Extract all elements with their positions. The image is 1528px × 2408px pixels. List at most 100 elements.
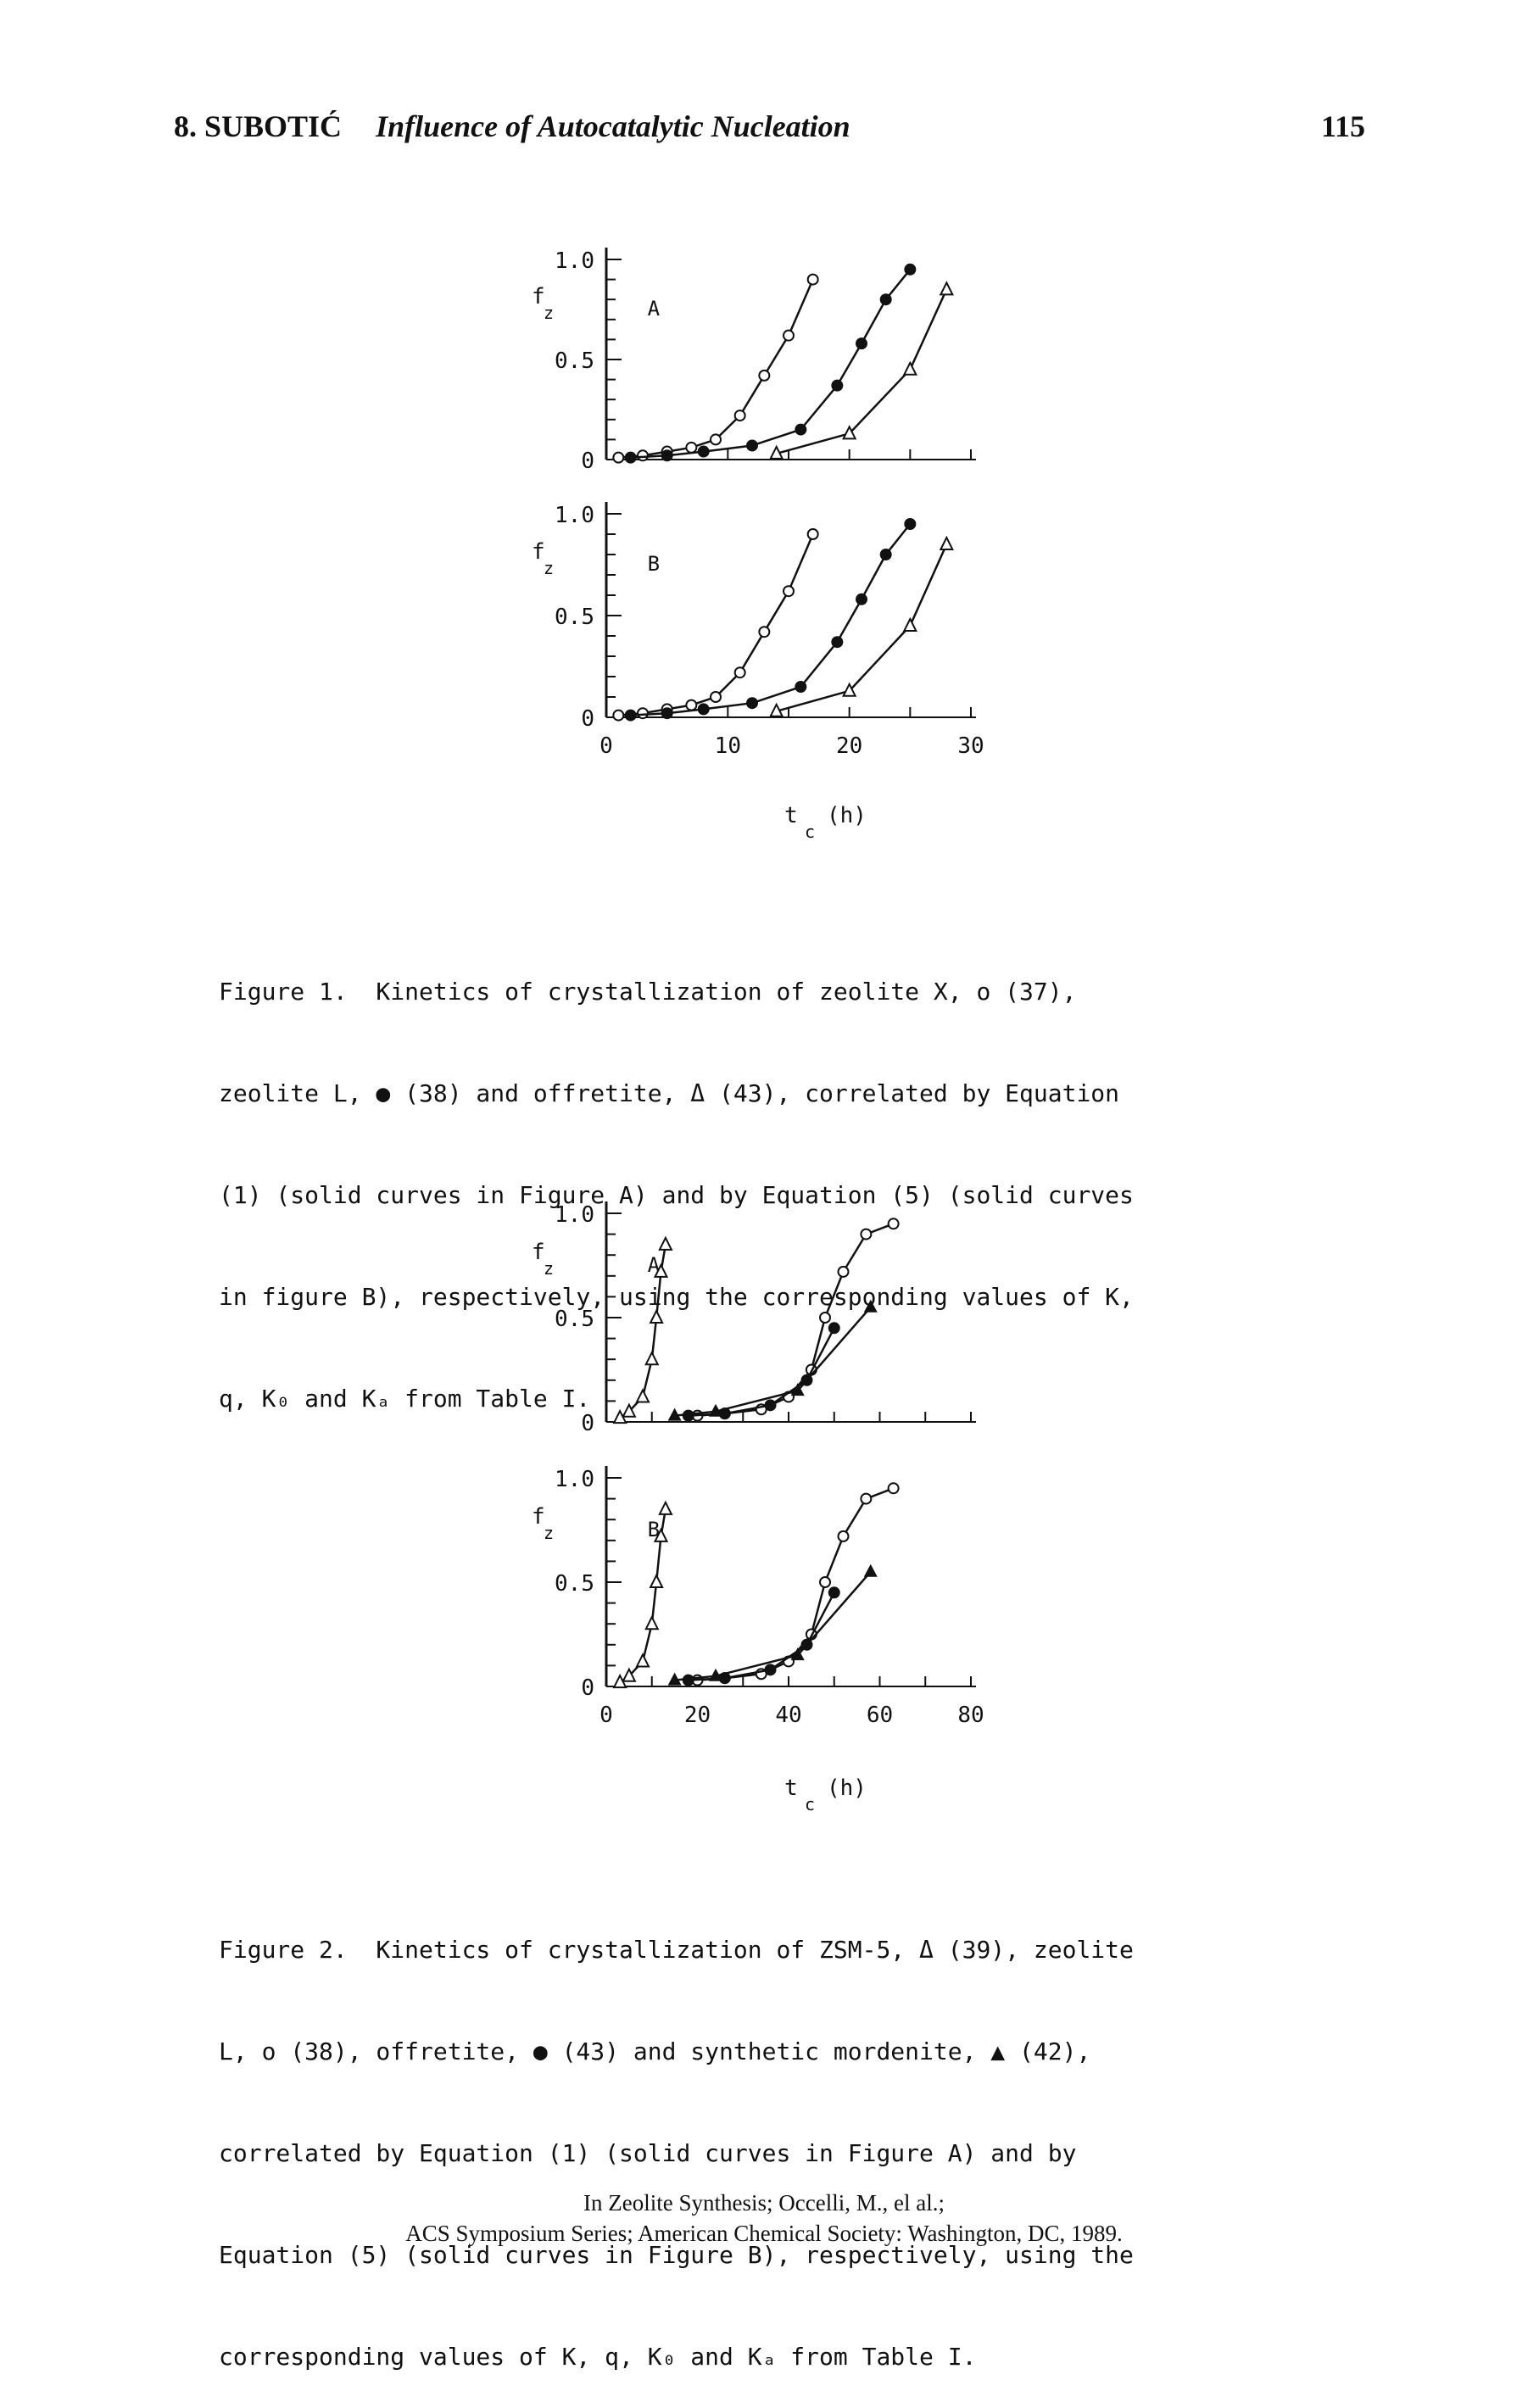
filled-circle-point — [831, 379, 844, 392]
open-triangle-point — [653, 1527, 669, 1542]
x-tick-label: 20 — [684, 1703, 711, 1728]
y-axis-label-sub: z — [544, 1258, 554, 1279]
y-tick-label: 0 — [581, 706, 594, 732]
filled-triangle-point — [667, 1407, 682, 1421]
chapter-label: 8. SUBOTIĆ — [174, 109, 343, 143]
open-triangle-point — [622, 1402, 637, 1418]
open-circle-point — [612, 451, 625, 464]
y-axis-label-sub: z — [544, 558, 554, 578]
filled-circle-point — [746, 697, 758, 710]
y-axis-label: f — [532, 1240, 545, 1265]
caption-line: zeolite L, ● (38) and offretite, Δ (43),… — [219, 1079, 1120, 1107]
open-triangle-point — [769, 444, 784, 460]
filled-circle-point — [904, 263, 917, 276]
panel-label: B — [648, 1518, 660, 1541]
y-axis-label-sub: z — [544, 303, 554, 323]
filled-circle-point — [856, 337, 867, 350]
caption-line: (1) (solid curves in Figure A) and by Eq… — [219, 1181, 1134, 1209]
page-number: 115 — [1320, 109, 1365, 143]
filled-circle-point — [764, 1664, 777, 1676]
open-circle-point — [637, 449, 649, 462]
filled-triangle-point — [709, 1403, 722, 1417]
open-circle-point — [806, 273, 819, 286]
y-tick-label: 0.5 — [555, 1571, 594, 1597]
x-axis-label-unit: (h) — [827, 803, 867, 828]
open-triangle-point — [658, 1500, 673, 1515]
filled-circle-point — [879, 549, 892, 560]
x-tick-label: 0 — [599, 1703, 613, 1728]
filled-circle-point — [682, 1674, 694, 1686]
filled-triangle-point — [863, 1299, 878, 1313]
open-triangle-point — [939, 281, 954, 296]
filled-circle-point — [697, 703, 710, 716]
filled-circle-point — [661, 449, 673, 462]
x-tick-label: 10 — [715, 733, 741, 759]
footer-line-2: ACS Symposium Series; American Chemical … — [405, 2221, 1123, 2246]
series-curve — [674, 1570, 872, 1681]
filled-triangle-point — [863, 1564, 878, 1577]
y-tick-label: 0.5 — [555, 1307, 594, 1332]
y-axis-label: f — [532, 539, 545, 565]
open-circle-point — [710, 433, 722, 446]
filled-circle-point — [879, 293, 892, 306]
x-tick-label: 30 — [957, 733, 984, 759]
y-tick-label: 1.0 — [555, 1467, 594, 1492]
x-axis-label: t — [784, 803, 798, 828]
caption-line: in figure B), respectively, using the co… — [219, 1283, 1134, 1311]
y-tick-label: 1.0 — [555, 503, 594, 528]
caption-line: corresponding values of K, q, K₀ and Kₐ … — [219, 2343, 977, 2371]
open-circle-point — [685, 699, 698, 711]
filled-circle-point — [661, 707, 673, 720]
y-tick-label: 0 — [581, 1675, 594, 1701]
filled-circle-point — [831, 636, 844, 649]
panel-label: A — [648, 297, 661, 321]
filled-circle-point — [697, 445, 710, 458]
running-title: Influence of Autocatalytic Nucleation — [376, 109, 850, 143]
open-triangle-point — [658, 1235, 673, 1251]
x-tick-label: 80 — [957, 1703, 984, 1728]
open-triangle-point — [902, 360, 917, 376]
caption-line: Figure 1. Kinetics of crystallization of… — [219, 978, 1077, 1006]
filled-circle-point — [856, 593, 867, 605]
open-circle-point — [887, 1482, 900, 1495]
open-circle-point — [733, 410, 746, 422]
series-curve — [688, 1327, 835, 1417]
y-tick-label: 0.5 — [555, 605, 594, 630]
filled-circle-point — [795, 681, 807, 693]
series-curve — [688, 1591, 835, 1681]
filled-circle-point — [795, 423, 807, 436]
series-curve — [776, 543, 948, 713]
x-axis-label-sub: c — [805, 822, 815, 842]
x-tick-label: 40 — [775, 1703, 801, 1728]
filled-circle-point — [624, 451, 637, 464]
open-triangle-point — [653, 1263, 669, 1278]
open-circle-point — [783, 329, 795, 342]
caption-line: Equation (5) (solid curves in Figure B),… — [219, 2241, 1134, 2269]
filled-circle-point — [746, 439, 758, 452]
running-header: 8. SUBOTIĆ Influence of Autocatalytic Nuc… — [174, 109, 850, 144]
open-circle-point — [806, 528, 819, 540]
filled-circle-point — [682, 1409, 694, 1422]
open-circle-point — [758, 369, 771, 382]
y-tick-label: 1.0 — [555, 1202, 594, 1228]
filled-triangle-point — [667, 1672, 682, 1686]
footer-line-1: In Zeolite Synthesis; Occelli, M., el al… — [583, 2190, 945, 2216]
open-triangle-point — [644, 1350, 660, 1366]
open-triangle-point — [649, 1308, 664, 1324]
series-curve — [674, 1306, 872, 1417]
filled-circle-point — [828, 1322, 840, 1335]
open-circle-point — [758, 626, 771, 638]
open-circle-point — [819, 1312, 831, 1324]
open-circle-point — [733, 666, 746, 679]
open-circle-point — [837, 1265, 850, 1278]
figure-1-caption: Figure 1. Kinetics of crystallization of… — [219, 907, 1313, 1450]
series-curve — [776, 288, 948, 455]
y-tick-label: 0 — [581, 1411, 594, 1436]
open-circle-point — [860, 1492, 873, 1505]
open-triangle-point — [644, 1614, 660, 1630]
y-tick-label: 0.5 — [555, 348, 594, 374]
open-circle-point — [612, 709, 625, 722]
open-circle-point — [783, 585, 795, 598]
y-tick-label: 1.0 — [555, 248, 594, 274]
filled-triangle-point — [790, 1647, 805, 1661]
